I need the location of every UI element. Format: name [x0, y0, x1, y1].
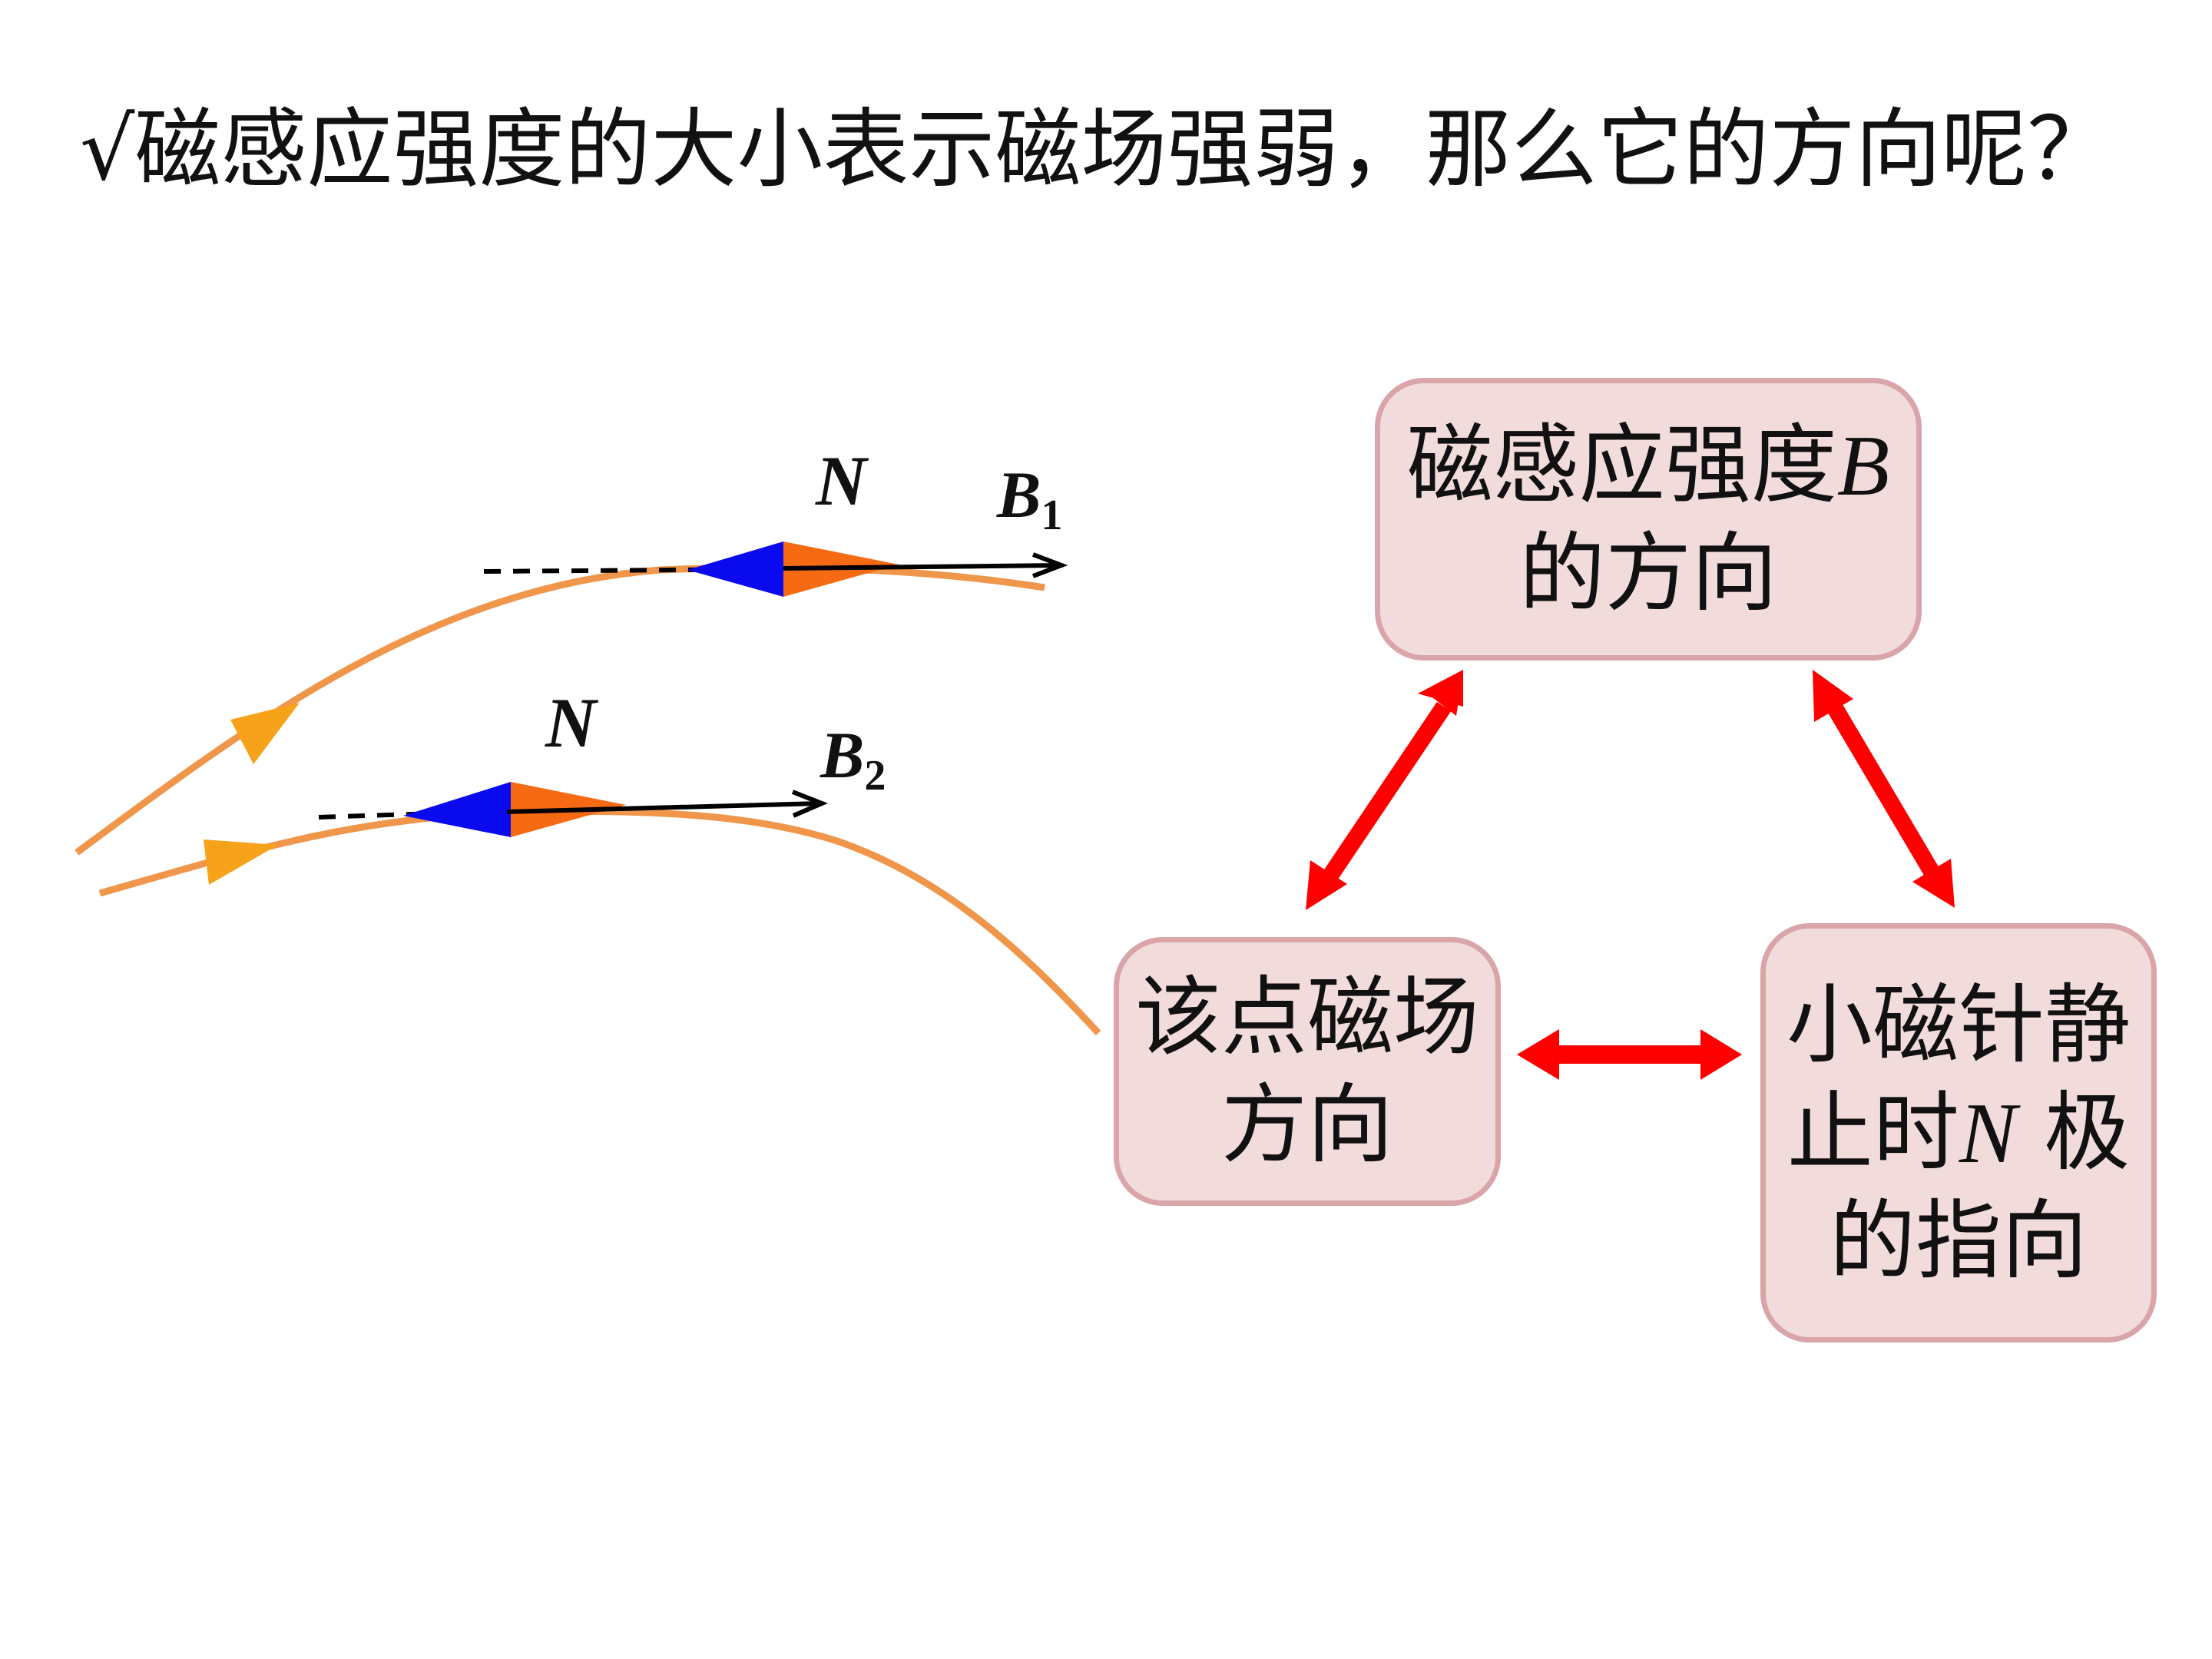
- vector-label-b2: B2: [820, 718, 886, 800]
- box-b-line1: 磁感应强度B: [1407, 412, 1889, 520]
- box-magnetic-induction-direction: 磁感应强度B 的方向: [1375, 378, 1922, 661]
- vector-label-b1: B1: [996, 458, 1062, 539]
- box-needle-line2-text: 止时: [1786, 1082, 1959, 1183]
- double-arrow-b-to-needle: [1813, 670, 1955, 908]
- box-field-line1: 该点磁场: [1135, 968, 1479, 1068]
- double-arrow-field-to-needle: [1517, 1029, 1742, 1080]
- vector-label-b2-subscript: 2: [864, 752, 886, 800]
- compass-needle-upper-south: [687, 541, 783, 597]
- box-field-direction-at-point: 该点磁场 方向: [1114, 937, 1501, 1206]
- double-arrow-b-to-field: [1306, 670, 1463, 910]
- slide-title: √磁感应强度的大小表示磁场强弱，那么它的方向呢？: [80, 100, 2114, 200]
- vector-b1: [783, 561, 1061, 571]
- box-needle-line2-tail: 极: [2016, 1082, 2131, 1183]
- vector-b2: [506, 801, 821, 814]
- field-line-lower-arrow: [204, 839, 278, 885]
- box-needle-line1: 小磁针静: [1786, 975, 2131, 1075]
- box-b-line2: 的方向: [1518, 523, 1777, 624]
- vector-label-b1-letter: B: [996, 458, 1041, 531]
- box-needle-line3: 的指向: [1830, 1190, 2088, 1291]
- field-line-upper-arrow: [230, 703, 300, 764]
- box-b-symbol: B: [1836, 418, 1890, 514]
- vector-b1-arrowhead: [1031, 552, 1068, 578]
- vector-b2-arrowhead: [791, 790, 828, 818]
- vector-label-b1-subscript: 1: [1041, 492, 1062, 539]
- box-field-line2: 方向: [1221, 1075, 1393, 1175]
- compass-needle-lower-south: [403, 782, 511, 837]
- box-needle-symbol: N: [1959, 1085, 2017, 1181]
- pole-label-upper: N: [815, 442, 869, 520]
- field-line-upper: [75, 564, 1045, 856]
- box-b-line1-text: 磁感应强度: [1406, 415, 1837, 515]
- pole-label-lower: N: [545, 684, 599, 762]
- box-needle-line2: 止时N 极: [1786, 1079, 2131, 1187]
- vector-label-b2-letter: B: [820, 718, 864, 792]
- box-needle-north-direction: 小磁针静 止时N 极 的指向: [1760, 923, 2157, 1343]
